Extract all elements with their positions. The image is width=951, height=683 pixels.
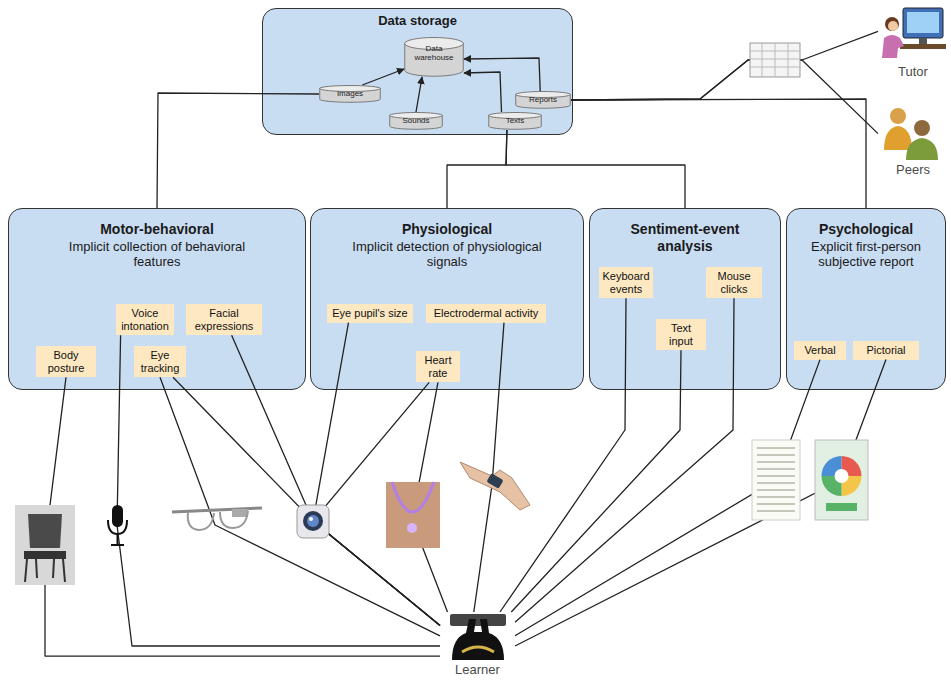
database-cylinder: Reports <box>515 91 571 109</box>
connector-line <box>571 99 866 208</box>
connector-line <box>515 360 820 636</box>
feature-tag: Pictorial <box>853 341 919 360</box>
report-table-icon <box>750 43 800 77</box>
node-heading: Images <box>322 90 378 99</box>
node-heading: Sounds <box>392 117 440 126</box>
feature-tag: Eye pupil's size <box>327 304 413 323</box>
node-heading: Body posture <box>39 349 93 374</box>
feature-tag: Eye tracking <box>134 346 186 377</box>
node-heading: Sentiment-event analysis <box>629 221 741 255</box>
feature-tag: Facial expressions <box>186 304 262 335</box>
node-heading: Electrodermal activity <box>429 307 543 320</box>
node-heading: Reports <box>518 96 568 105</box>
node-heading: Voice intonation <box>119 307 171 332</box>
node-body: Implicit collection of behavioral featur… <box>67 239 247 270</box>
node-heading: Eye pupil's size <box>330 307 410 320</box>
node-heading: Motor-behavioral <box>67 221 247 238</box>
feature-tag: Body posture <box>36 346 96 377</box>
emotion-wheel-icon <box>815 440 868 520</box>
node-heading: Peers <box>878 162 948 177</box>
node-heading: Facial expressions <box>189 307 259 332</box>
heart-rate-necklace-icon <box>386 482 440 548</box>
category-panel: Sentiment-event analysisKeyboard events M… <box>589 208 781 390</box>
feature-tag: Keyboard events <box>599 267 653 298</box>
node-heading: Tutor <box>878 64 948 79</box>
node-heading: Texts <box>491 117 539 126</box>
connector-line <box>571 60 878 134</box>
peers-icon <box>884 108 938 160</box>
connector-line <box>160 377 440 636</box>
storage-panel: Data storageData warehouseImagesSounds Te… <box>262 8 573 135</box>
connector-line <box>571 31 878 100</box>
actor-node: Tutor <box>878 2 948 86</box>
connector-line <box>506 130 685 208</box>
feature-tag: Text input <box>656 319 706 350</box>
feature-tag: Mouse clicks <box>706 267 762 298</box>
feature-tag: Voice intonation <box>116 304 174 335</box>
node-heading: Data warehouse <box>407 45 461 63</box>
connector-line <box>313 382 440 625</box>
node-heading: Eye tracking <box>137 349 183 374</box>
database-cylinder: Texts <box>488 112 542 130</box>
connector-line <box>173 377 440 625</box>
feature-tag: Electrodermal activity <box>426 304 546 323</box>
learner-icon <box>450 614 506 660</box>
node-heading: Data storage <box>263 13 572 28</box>
questionnaire-icon <box>752 440 800 520</box>
node-heading: Physiological <box>347 221 547 238</box>
node-body: Implicit detection of physiological sign… <box>347 239 547 270</box>
camera-icon <box>297 505 329 538</box>
node-heading: Learner <box>440 662 515 677</box>
node-heading: Psychological <box>809 221 924 238</box>
database-cylinder: Sounds <box>389 112 443 130</box>
connector-line <box>447 130 507 208</box>
connector-line <box>412 382 448 612</box>
wristband-icon <box>460 462 530 510</box>
database-cylinder: Images <box>319 85 381 103</box>
actor-node: Peers <box>878 100 948 184</box>
node-heading: Pictorial <box>856 344 916 357</box>
category-panel: PsychologicalExplicit first-person subje… <box>786 208 946 390</box>
connector-line <box>515 360 886 646</box>
actor-node: Learner <box>440 612 515 680</box>
chair-icon <box>15 505 75 585</box>
node-body: Explicit first-person subjective report <box>809 239 924 270</box>
node-heading: Heart rate <box>419 354 457 379</box>
node-heading: Verbal <box>797 344 843 357</box>
feature-tag: Heart rate <box>416 351 460 382</box>
database-cylinder: Data warehouse <box>404 37 464 77</box>
tutor-icon <box>882 8 946 58</box>
node-heading: Keyboard events <box>602 270 650 295</box>
node-heading: Mouse clicks <box>709 270 759 295</box>
microphone-icon <box>108 505 127 545</box>
smart-glasses-icon <box>172 508 262 530</box>
feature-tag: Verbal <box>794 341 846 360</box>
category-panel: Motor-behavioralImplicit collection of b… <box>8 208 306 390</box>
category-panel: PhysiologicalImplicit detection of physi… <box>310 208 584 390</box>
node-heading: Text input <box>659 322 703 347</box>
connector-line <box>45 377 440 656</box>
